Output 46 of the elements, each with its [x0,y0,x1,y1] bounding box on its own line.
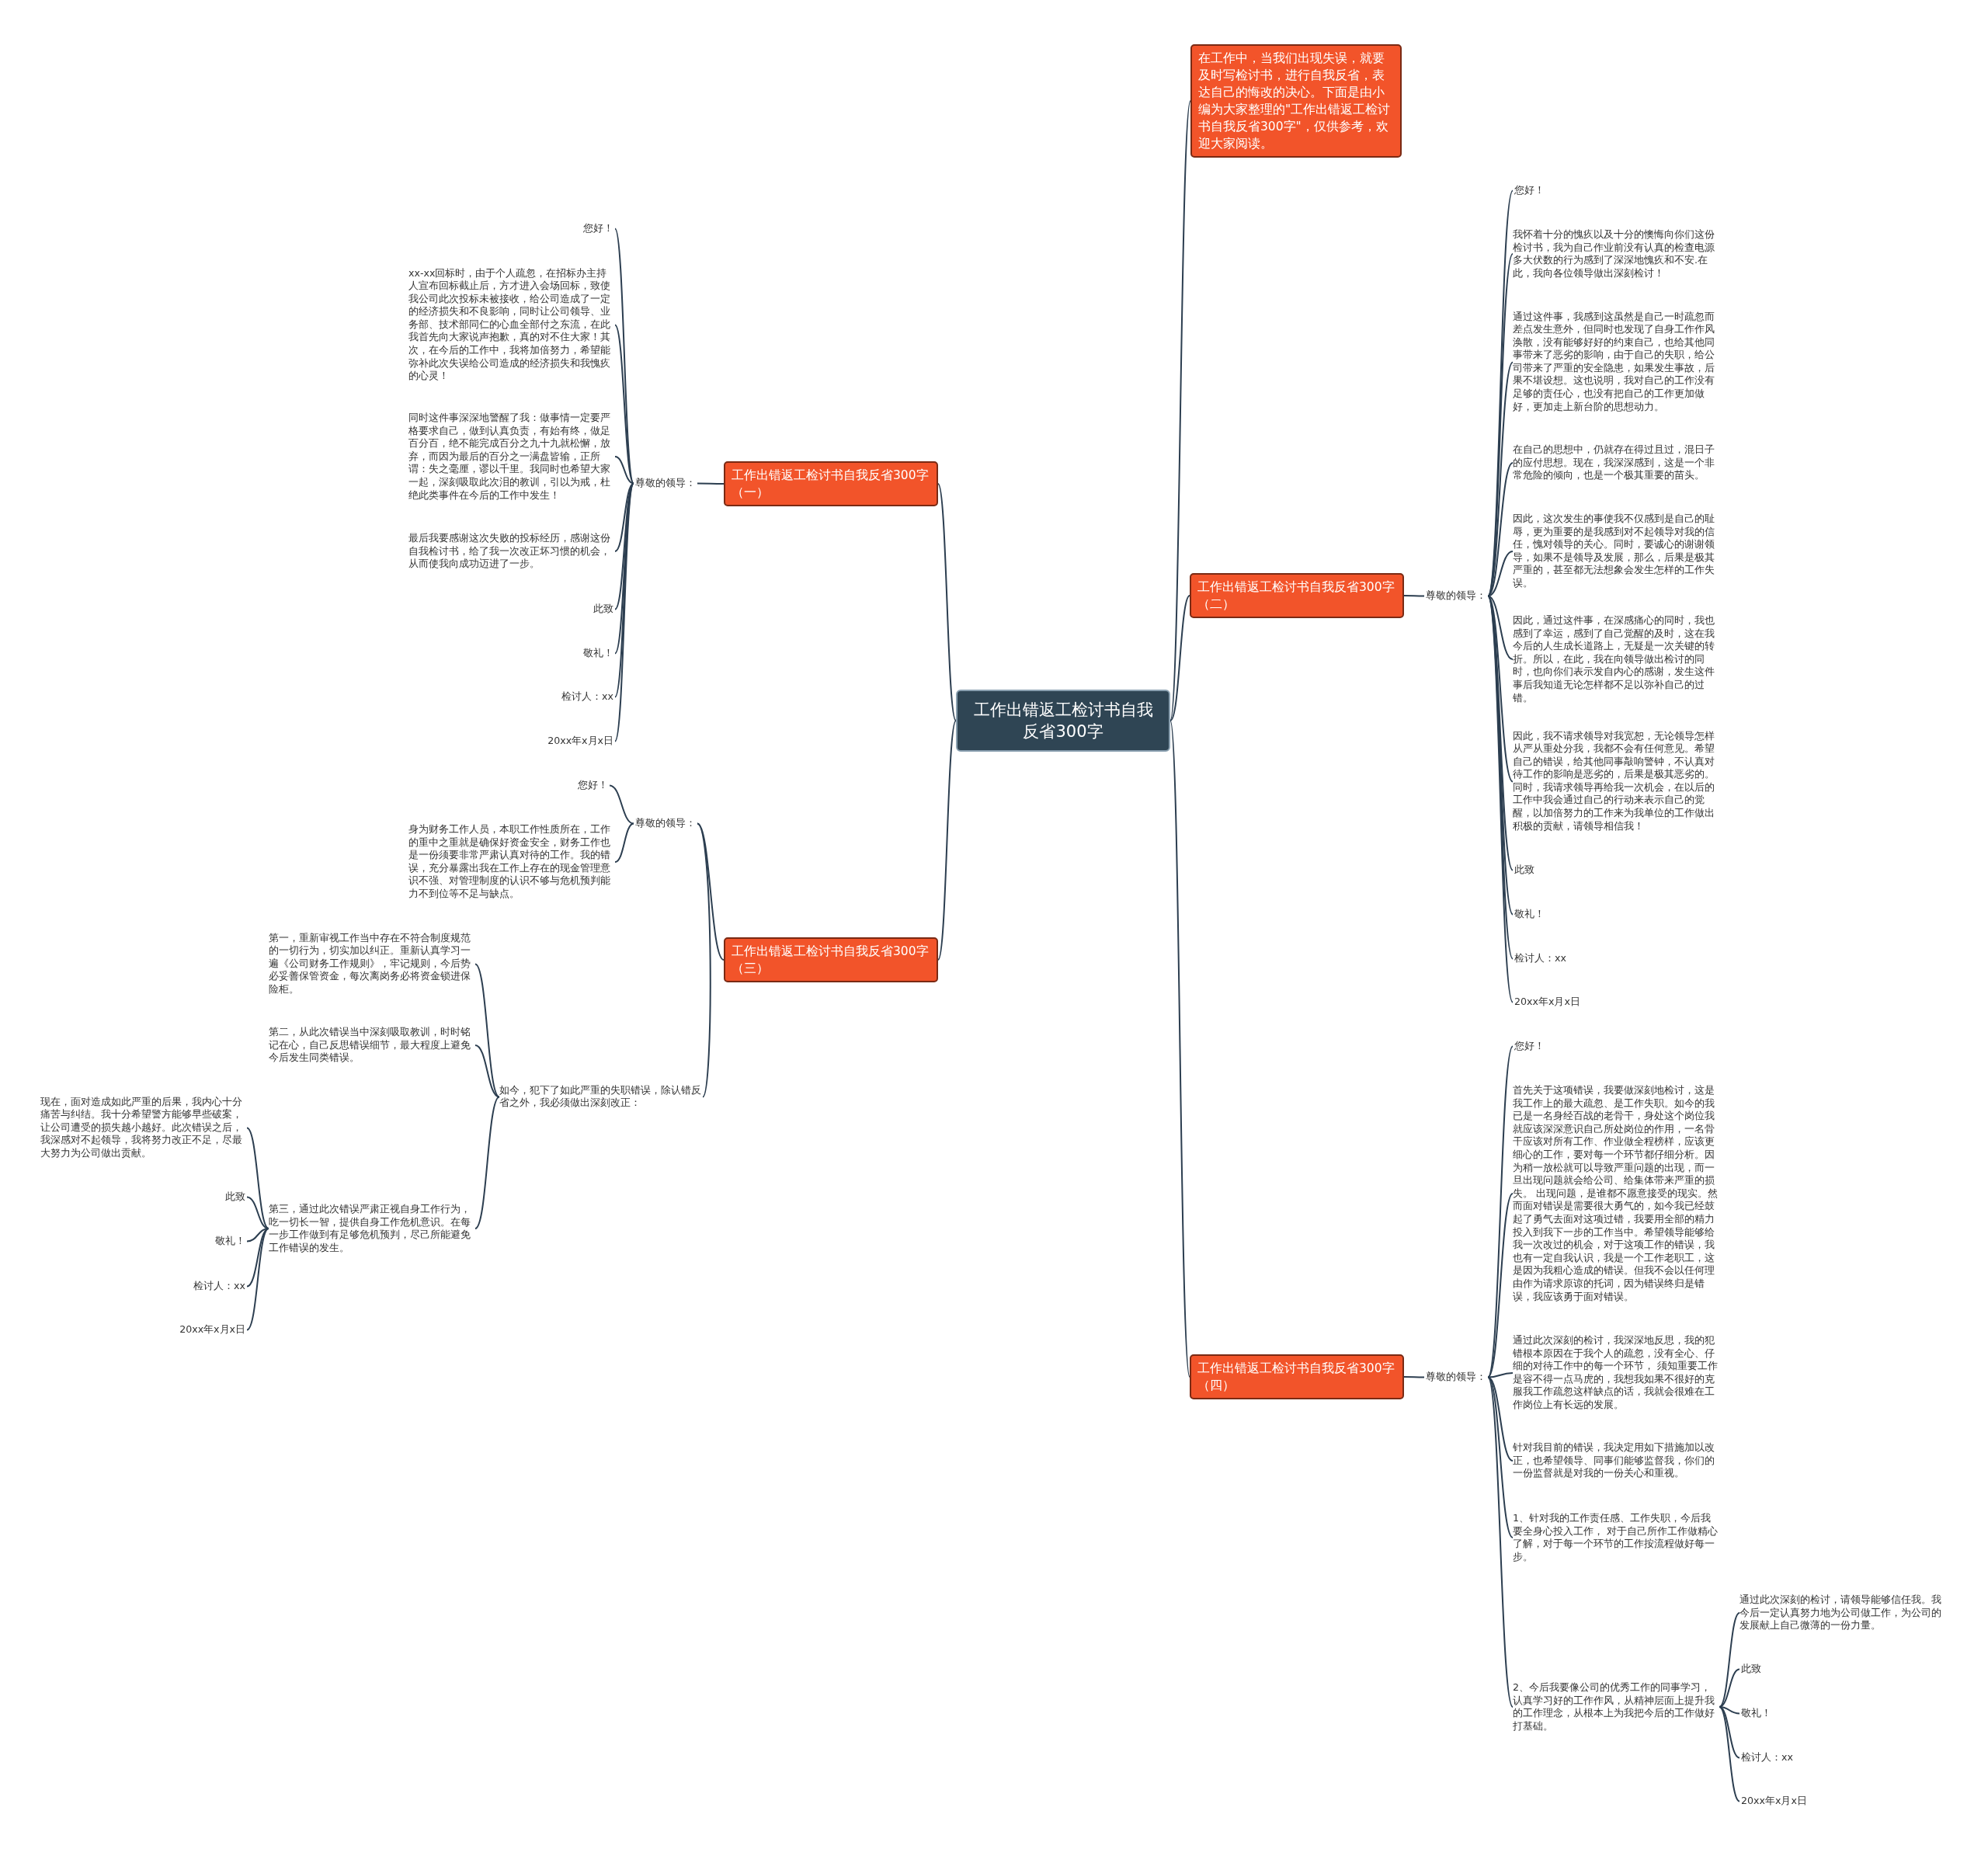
connector-line [1487,551,1514,597]
text-label: 检讨人：xx [192,1279,247,1293]
text-label: 此致 [224,1190,247,1204]
connector-line [1487,1376,1514,1538]
text-label: 此致 [1513,863,1536,877]
connector-line [246,1228,269,1331]
connector-line [1487,1193,1514,1378]
connector-line [1719,1668,1740,1708]
connector-line [1403,1376,1425,1378]
connector-line [609,784,634,825]
connector-line [1170,100,1191,721]
text-label: 检讨人：xx [1513,951,1568,965]
connector-line [1487,595,1514,660]
connector-line [937,720,957,961]
connector-line [1170,595,1190,721]
paragraph-text: 1、针对我的工作责任感、工作失职，今后我要全身心投入工作， 对于自己所作工作做精心了解，对于每一个环节的工作按流程做好每一步。 [1513,1512,1719,1564]
text-label: 检讨人：xx [560,690,615,704]
connector-line [474,1096,500,1229]
branch-topic-box: 工作出错返工检讨书自我反省300字（四） [1190,1354,1404,1399]
text-label: 检讨人：xx [1740,1750,1795,1764]
paragraph-text: 通过此次深刻的检讨，我深深地反思，我的犯错根本原因在于我个人的疏忽，没有全心、仔细的对待工作中的每一个环节， 须知重要工作是容不得一点马虎的，我想我如果不很好的克服我工作疏忽这样缺点的话，我就会很难在工作岗位上有长远的发展。 [1513,1334,1719,1412]
connector-line [697,482,725,485]
connector-line [614,456,634,485]
connector-line [1719,1706,1740,1802]
connector-line [474,963,500,1098]
connector-line [1719,1612,1740,1708]
branch-topic-box: 工作出错返工检讨书自我反省300字（一） [724,461,938,506]
connector-line [1170,720,1190,1378]
connector-line [1487,1376,1514,1462]
text-label: 此致 [592,602,615,616]
paragraph-text: 如今，犯下了如此严重的失职错误，除认错反省之外，我必须做出深刻改正： [499,1083,703,1110]
connector-line [937,483,957,721]
connector-line [1403,595,1425,597]
branch-topic-box: 工作出错返工检讨书自我反省300字（二） [1190,573,1404,618]
connector-line [614,324,634,485]
paragraph-text: 首先关于这项错误，我要做深刻地检讨，这是我工作上的最大疏忽、是工作失职。如今的我已是一名身经百战的老骨干，身处这个岗位我就应该深深意识自己所处岗位的作用，一名骨干应该对所有工作、作业做全程榜样，应该更细心的工作，要对每一个环节都仔细分析。因为稍一放松就可以导致严重问题的出现，而一旦出现问题就会给公司、给集体带来严重的损失。 出现问题，是谁都不愿意接受的现实。然而面对错误是需要很大勇气的，如今我已经鼓起了勇气去面对这项过错，我要用全部的精力投入到我下一步的工作当中。希望领导能够给我一次改过的机会，对于这项工作的错误，我也有一定自我认识，我是一个工作老职工，这是因为我粗心造成的错误。但我不会以任何理由作为请求原谅的托词，因为错误终归是错误，我应该勇于面对错误。 [1513,1084,1719,1304]
connector-line [1487,1372,1514,1378]
connector-line [246,1196,269,1229]
connector-line [697,822,711,1098]
connector-line [474,1044,500,1098]
connector-line [246,1127,269,1229]
central-topic-box: 工作出错返工检讨书自我反省300字 [956,690,1170,752]
branch-topic-box: 工作出错返工检讨书自我反省300字（三） [724,937,938,982]
connector-line [614,822,634,863]
intro-box: 在工作中，当我们出现失误，就要及时写检讨书，进行自我反省，表达自己的悔改的决心。下面是由小编为大家整理的"工作出错返工检讨书自我反省300字"，仅供参考，欢迎大家阅读。 [1190,44,1402,158]
text-label: 此致 [1740,1662,1763,1676]
